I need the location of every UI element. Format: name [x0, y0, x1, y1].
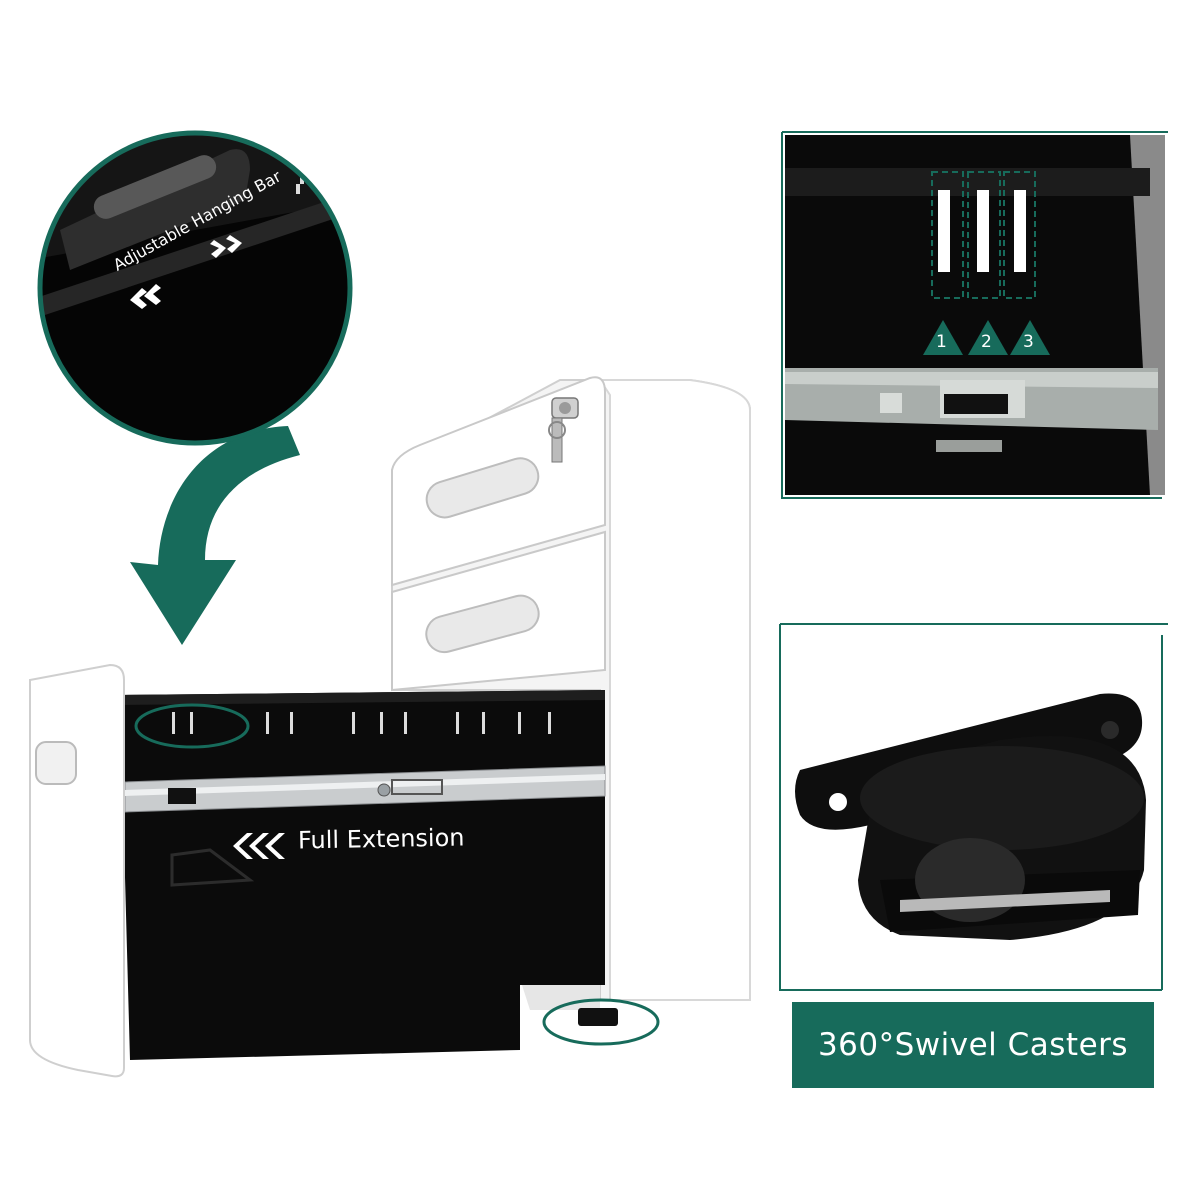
chevron-double-left-icon: [130, 284, 161, 309]
position-3-label: 3: [1023, 332, 1034, 352]
caster-wheel: [578, 1008, 618, 1026]
position-2-marker: [968, 320, 1008, 355]
position-3-marker: [1010, 320, 1050, 355]
chevron-left-icon: [233, 833, 285, 859]
filing-cabinet: [391, 376, 751, 1001]
hanging-bar-highlight: [134, 703, 250, 749]
drawer-front-handle: [35, 741, 77, 785]
lock-icon: [548, 397, 579, 463]
open-drawer: [29, 663, 660, 1078]
full-extension-label: Full Extension: [297, 823, 465, 855]
middle-drawer-handle: [425, 594, 540, 654]
hanging-bar-zoom-circle: [40, 133, 350, 443]
swivel-casters-banner: 360°Swivel Casters: [792, 1002, 1154, 1088]
arrow-down-icon: [130, 426, 300, 645]
zoom-circle-border: [37, 130, 353, 446]
caster-panel: [779, 623, 1168, 991]
hanging-bar-slots: [172, 712, 551, 734]
chevron-double-right-icon: [210, 235, 242, 258]
drawer-front: [29, 663, 125, 1078]
position-1-label: 1: [936, 332, 947, 352]
position-1-marker: [923, 320, 963, 355]
height-slots: [931, 171, 1036, 299]
slide-rail: [124, 765, 606, 813]
swivel-casters-label: 360°Swivel Casters: [817, 1027, 1129, 1063]
caster-highlight: [542, 998, 660, 1046]
caster-icon: [795, 693, 1146, 940]
height-positions-panel: [781, 131, 1168, 499]
top-drawer-handle: [425, 457, 540, 519]
position-2-label: 2: [981, 332, 992, 352]
